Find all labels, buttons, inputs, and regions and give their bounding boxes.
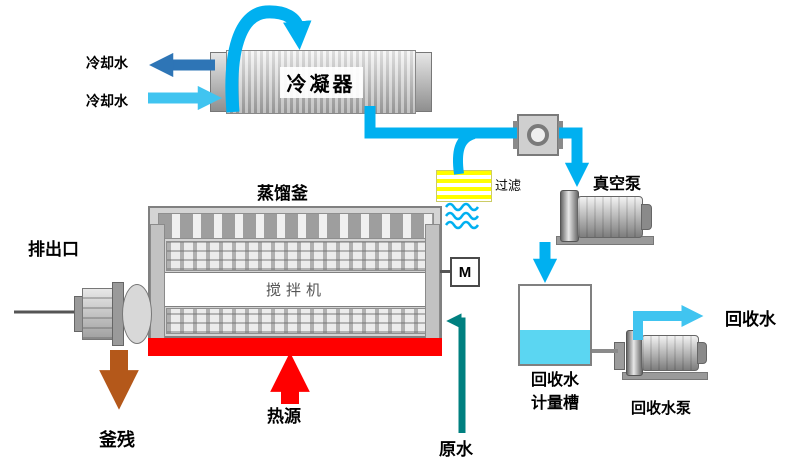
raw-water-label: 原水 (439, 440, 473, 459)
recovered-water-pipe (633, 304, 704, 340)
recovery-pump-label: 回收水泵 (631, 400, 692, 417)
kettle-residue-label: 釜残 (99, 430, 135, 450)
recovery-tank (518, 284, 592, 366)
tank-liquid (520, 330, 590, 364)
agitator-label: 搅拌机 (265, 282, 326, 299)
motor-shaft-link (440, 270, 451, 273)
steam-wave-icon (444, 202, 480, 212)
steam-wave-icon (444, 220, 480, 230)
recovery-pump-base (622, 372, 708, 380)
vacuum-pump (556, 188, 654, 245)
recovery-pump (614, 326, 708, 380)
kettle-label: 蒸馏釜 (257, 184, 308, 203)
recovery-pump-body (641, 335, 699, 371)
filter-element (436, 170, 492, 202)
condenser: 冷凝器 (226, 50, 416, 114)
vacuum-pump-cap (641, 204, 652, 230)
valve-to-vacuum-pipe (559, 127, 590, 187)
discharge-outlet-label: 排出口 (28, 240, 79, 259)
recovery-tank-label-line1: 回收水 (530, 372, 579, 389)
motor-box: M (450, 257, 480, 287)
kettle-upper-grid (166, 241, 426, 271)
vacuum-pump-body (577, 196, 643, 238)
vacuum-pump-label: 真空泵 (593, 176, 642, 193)
cooling-water-out-label: 冷却水 (86, 55, 128, 71)
condenser-label: 冷凝器 (279, 66, 363, 98)
cooling-water-in-label: 冷却水 (86, 93, 128, 109)
discharge-coupling (122, 284, 152, 344)
heat-source-label: 热源 (267, 407, 301, 426)
condensate-pipe (364, 106, 517, 139)
valve-disc (527, 124, 549, 146)
recovered-water-label: 回收水 (725, 310, 776, 329)
filter-branch-pipe (452, 129, 476, 175)
recovery-tank-label: 回收水 计量槽 (513, 369, 597, 415)
raw-water-pipe (446, 313, 466, 433)
recovery-tank-label-line2: 计量槽 (530, 395, 579, 412)
discharge-assembly (72, 280, 152, 346)
kettle-lower-grid (166, 308, 426, 334)
steam-wave-icon (444, 211, 480, 221)
distillation-kettle: 搅拌机 (148, 206, 442, 340)
filter-label: 过滤 (495, 178, 522, 193)
heater-bar (148, 338, 442, 356)
recovery-pump-cap (697, 342, 707, 364)
recovery-pump-inlet (614, 342, 625, 370)
vapor-loop-pipe (225, 5, 312, 113)
agitator-housing: 搅拌机 (164, 272, 428, 307)
